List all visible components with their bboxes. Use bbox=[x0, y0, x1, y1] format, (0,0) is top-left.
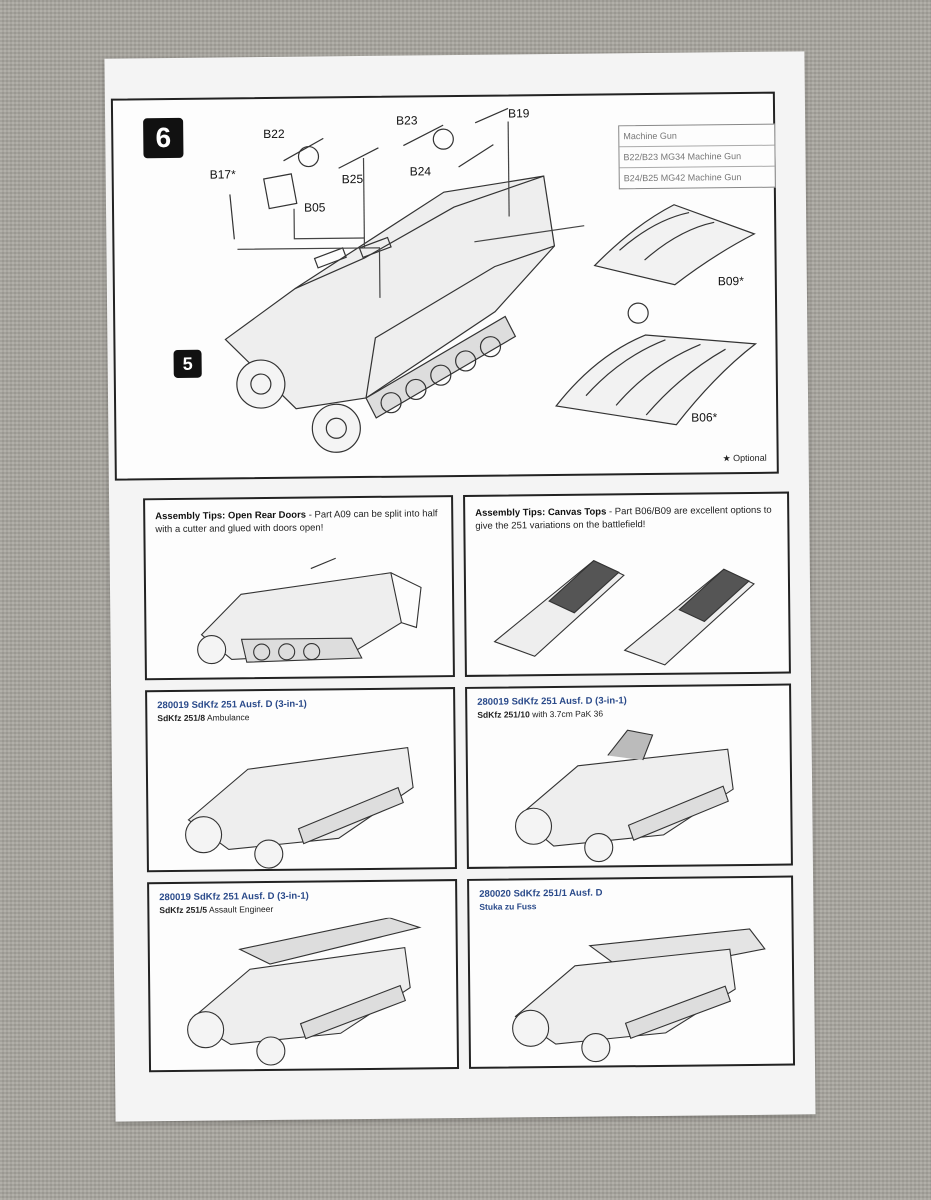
assault-engineer-drawing bbox=[187, 917, 422, 1066]
halftrack-assembly-drawing bbox=[224, 107, 758, 453]
instruction-sheet: 6 5 B22 B23 B19 B17* B25 B24 B05 B09* B0… bbox=[104, 51, 816, 1122]
variant-role: Assault Engineer bbox=[207, 903, 274, 915]
open-doors-drawing bbox=[197, 557, 422, 665]
ambulance-drawing bbox=[185, 746, 414, 869]
tip-text: Assembly Tips: Canvas Tops - Part B06/B0… bbox=[475, 504, 779, 533]
tip-heading: Assembly Tips: Canvas Tops bbox=[475, 506, 607, 519]
tip-text: Assembly Tips: Open Rear Doors - Part A0… bbox=[155, 507, 443, 536]
optional-note: ★ Optional bbox=[722, 452, 767, 464]
variant-role: Ambulance bbox=[205, 712, 250, 723]
variant-designation: Stuka zu Fuss bbox=[479, 901, 537, 912]
variant-stuka-zu-fuss: 280020 SdKfz 251/1 Ausf. D Stuka zu Fuss bbox=[467, 875, 796, 1069]
variant-pak36: 280019 SdKfz 251 Ausf. D (3-in-1) SdKfz … bbox=[465, 683, 793, 869]
stuka-zu-fuss-drawing bbox=[512, 928, 766, 1063]
variant-assault-engineer: 280019 SdKfz 251 Ausf. D (3-in-1) SdKfz … bbox=[147, 879, 460, 1073]
variant-ambulance: 280019 SdKfz 251 Ausf. D (3-in-1) SdKfz … bbox=[145, 687, 457, 873]
variant-title: 280019 SdKfz 251 Ausf. D (3-in-1) bbox=[159, 890, 309, 904]
variant-subtitle: SdKfz 251/5 Assault Engineer bbox=[159, 904, 273, 915]
variant-title: 280020 SdKfz 251/1 Ausf. D bbox=[479, 887, 603, 900]
variant-subtitle: Stuka zu Fuss bbox=[479, 901, 536, 912]
pak36-drawing bbox=[514, 729, 734, 863]
variant-role: with 3.7cm PaK 36 bbox=[529, 708, 604, 720]
variant-designation: SdKfz 251/8 bbox=[157, 712, 206, 724]
variant-subtitle: SdKfz 251/10 with 3.7cm PaK 36 bbox=[477, 709, 603, 720]
variant-title: 280019 SdKfz 251 Ausf. D (3-in-1) bbox=[477, 695, 627, 708]
step-6-panel: 6 5 B22 B23 B19 B17* B25 B24 B05 B09* B0… bbox=[110, 91, 779, 481]
variant-title: 280019 SdKfz 251 Ausf. D (3-in-1) bbox=[157, 698, 307, 712]
tip-open-rear-doors: Assembly Tips: Open Rear Doors - Part A0… bbox=[143, 495, 455, 681]
variant-subtitle: SdKfz 251/8 Ambulance bbox=[157, 712, 249, 723]
canvas-tops-drawing bbox=[493, 559, 755, 666]
variant-designation: SdKfz 251/10 bbox=[477, 709, 530, 720]
tip-canvas-tops: Assembly Tips: Canvas Tops - Part B06/B0… bbox=[463, 491, 791, 677]
tip-heading: Assembly Tips: Open Rear Doors bbox=[155, 509, 307, 523]
variant-designation: SdKfz 251/5 bbox=[159, 904, 208, 916]
